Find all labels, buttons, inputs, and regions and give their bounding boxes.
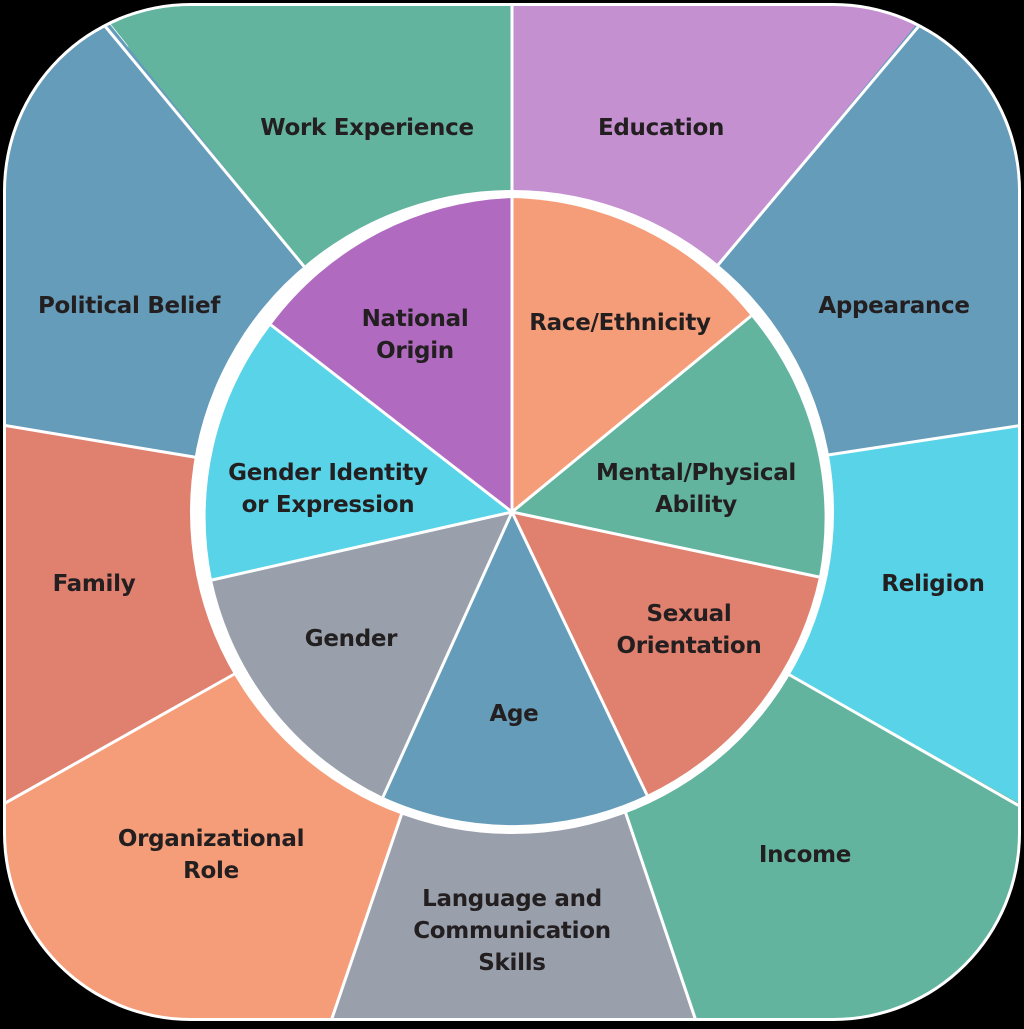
label-education: Education: [597, 115, 725, 141]
outer-segment-language: [270, 512, 760, 1018]
label-work-experience: Work Experience: [260, 115, 474, 141]
inner-segment-age: [383, 512, 647, 826]
inner-dividers: [211, 198, 820, 798]
label-race-ethnicity: Race/Ethnicity: [529, 310, 711, 336]
inner-segment-gender-identity: [205, 325, 512, 580]
label-religion: Religion: [881, 571, 985, 597]
label-gender-identity-expression: Gender Identity or Expression: [228, 460, 428, 518]
inner-segment-race-ethnicity: [512, 198, 751, 512]
inner-circle: [205, 198, 825, 826]
label-family: Family: [52, 571, 136, 597]
inner-segment-mental-physical-ability: [512, 316, 825, 577]
label-sexual-orientation: Sexual Orientation: [616, 601, 762, 659]
label-gender: Gender: [304, 626, 398, 652]
inner-segment-sexual-orientation: [512, 512, 819, 795]
label-language-communication-skills: Language and Communication Skills: [413, 886, 611, 976]
inner-segment-national-origin: [271, 198, 512, 512]
label-income: Income: [758, 842, 852, 868]
label-national-origin: National Origin: [361, 306, 469, 364]
label-appearance: Appearance: [818, 293, 970, 319]
label-organizational-role: Organizational Role: [117, 826, 305, 884]
inner-segment-gender: [212, 512, 512, 797]
label-age: Age: [489, 701, 539, 727]
label-mental-physical-ability: Mental/Physical Ability: [596, 460, 796, 518]
label-political-belief: Political Belief: [37, 293, 221, 319]
